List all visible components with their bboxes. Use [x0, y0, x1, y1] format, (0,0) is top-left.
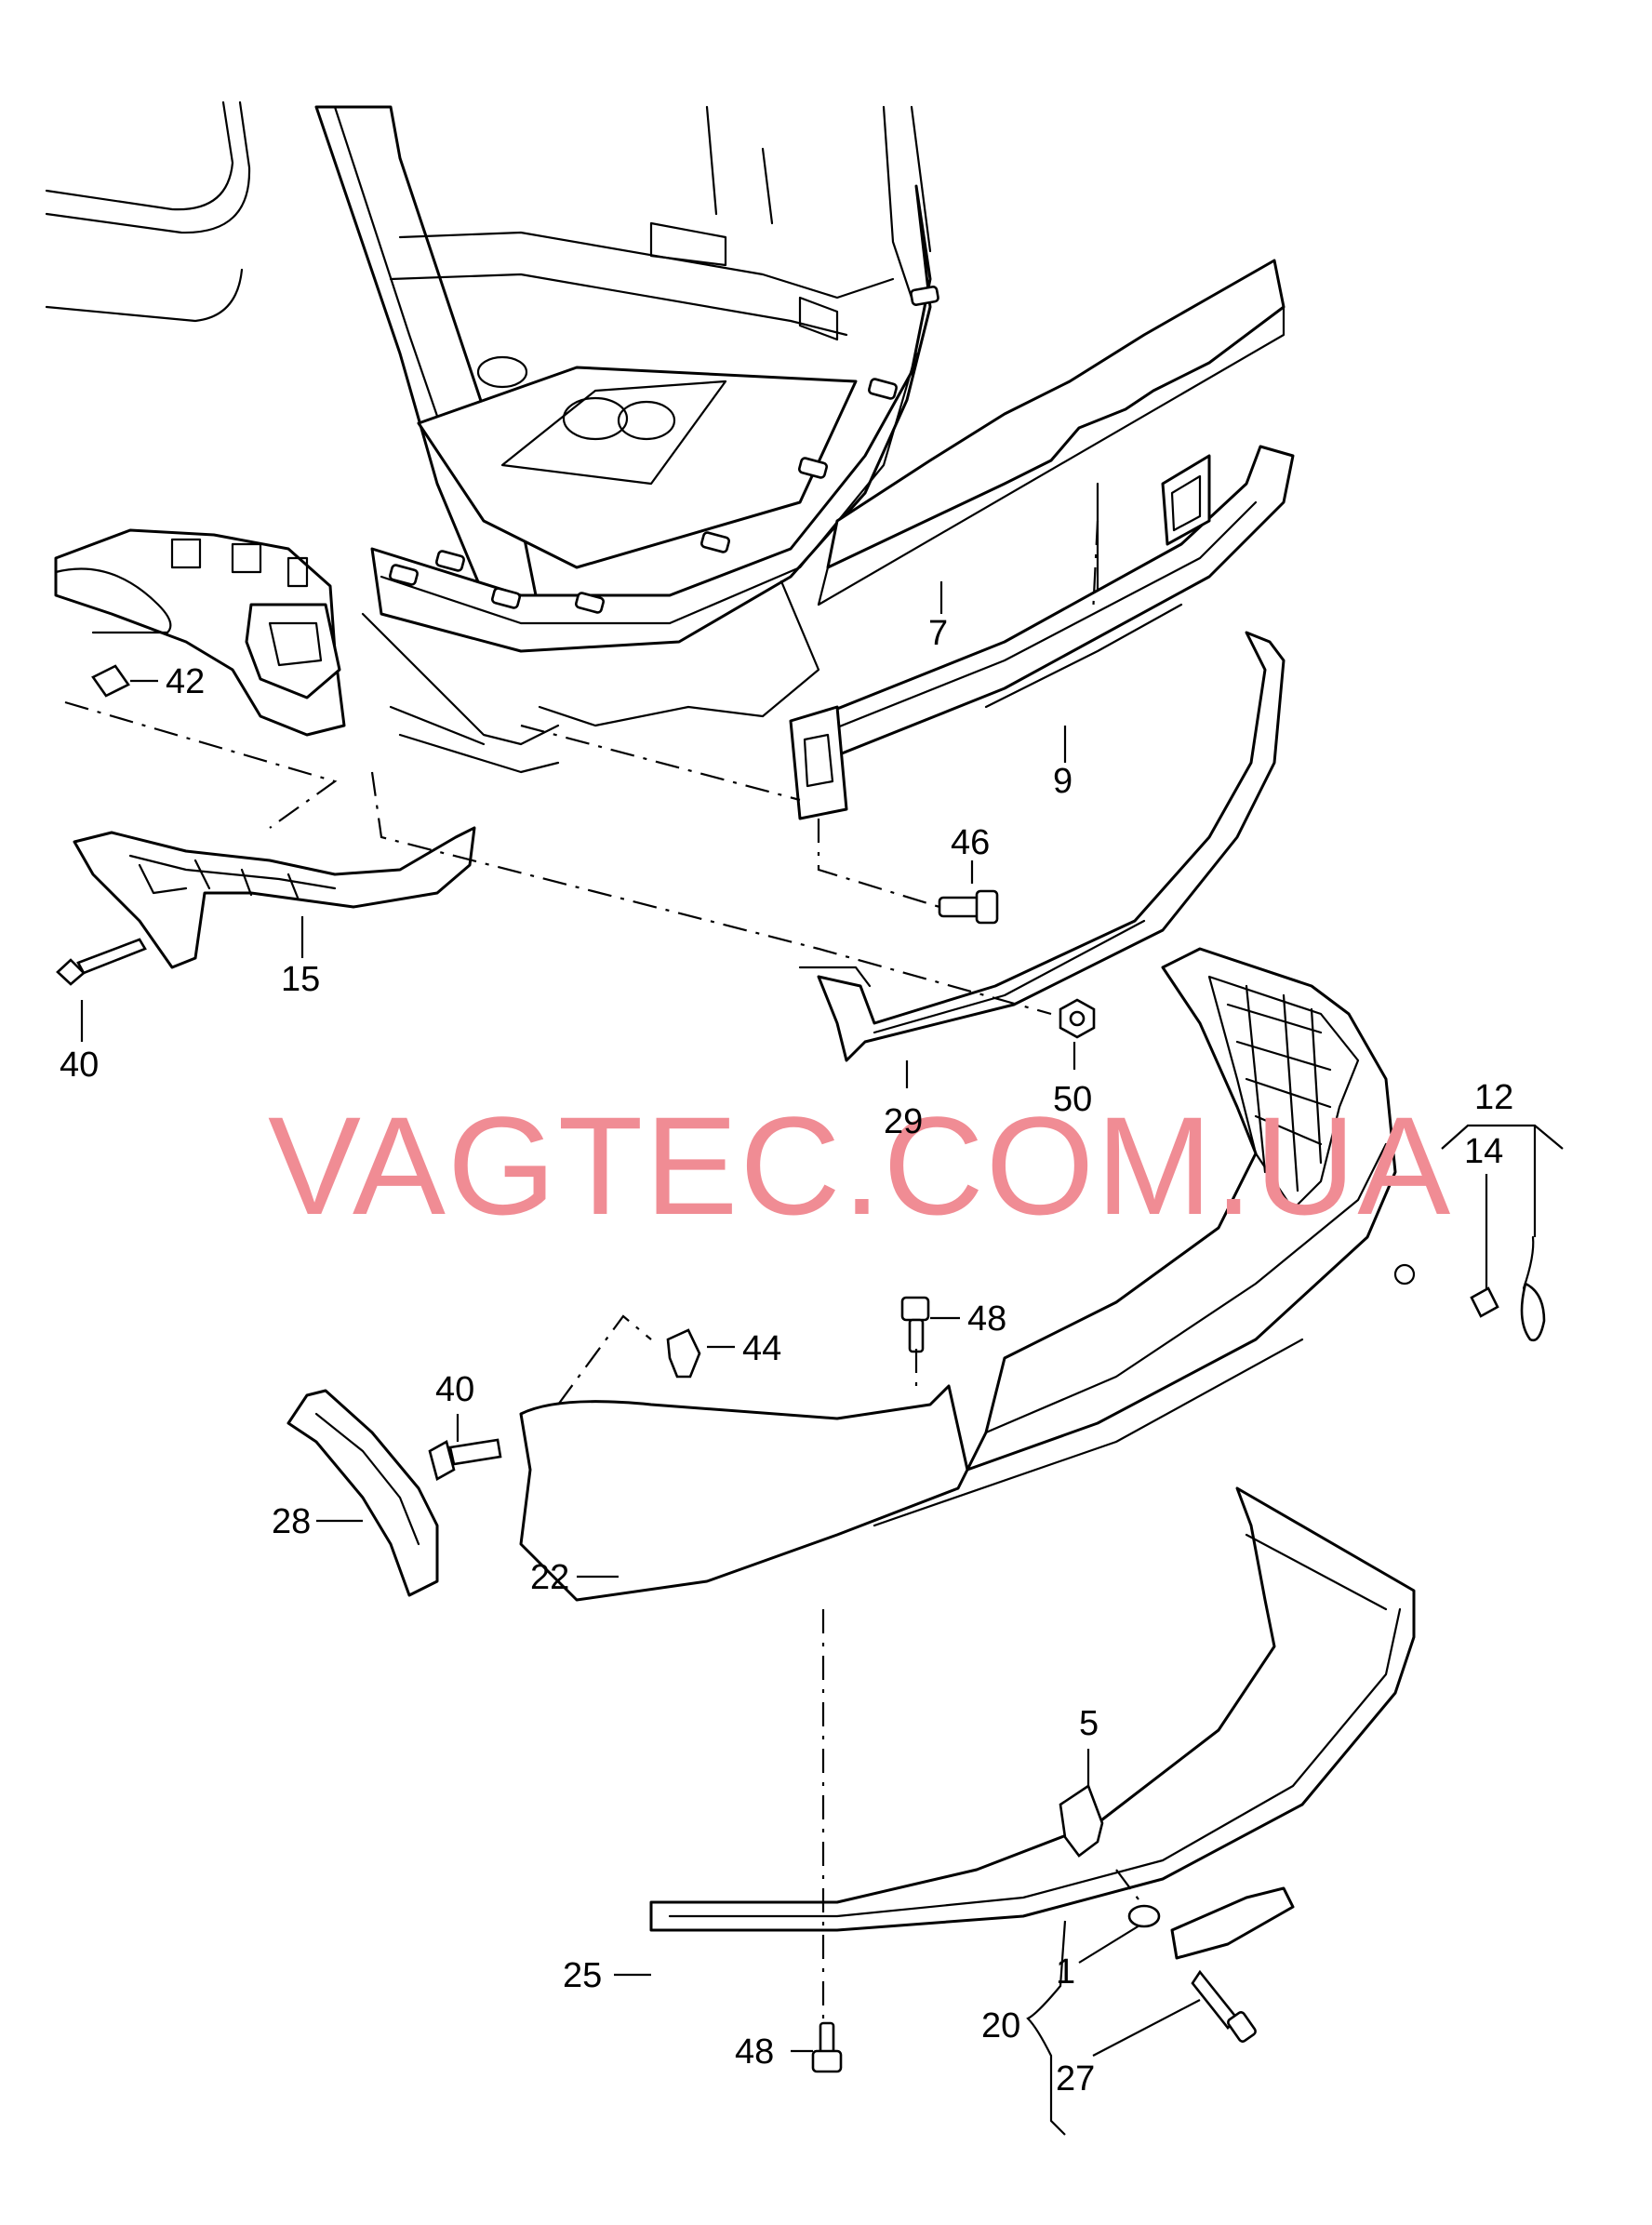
callout-48-upper: 48: [967, 1299, 1006, 1339]
callout-28: 28: [272, 1502, 311, 1541]
vehicle-body-rear: [45, 100, 939, 774]
callout-7: 7: [928, 614, 948, 653]
part-22-bumper-cover: [519, 947, 1416, 1602]
callout-48-lower: 48: [735, 2032, 774, 2072]
callout-40-left: 40: [60, 1046, 99, 1085]
callout-27: 27: [1056, 2059, 1095, 2098]
watermark-text: VAGTEC.COM.UA: [268, 1087, 1452, 1244]
assembly-lines: [64, 520, 1145, 2023]
leader-lines: [80, 581, 1564, 2136]
part-7-impact-absorber: [817, 259, 1286, 616]
callout-25: 25: [563, 1956, 602, 1995]
callout-12: 12: [1474, 1078, 1513, 1117]
callout-5: 5: [1079, 1704, 1099, 1743]
callout-9: 9: [1053, 762, 1072, 801]
callout-1: 1: [1056, 1952, 1075, 1992]
callout-22: 22: [530, 1558, 569, 1597]
callout-29: 29: [884, 1102, 923, 1141]
part-15-side-guide: [73, 826, 476, 969]
callout-20: 20: [981, 2006, 1020, 2045]
part-25-spoiler: [649, 1486, 1416, 2043]
part-9-bumper-carrier: [789, 445, 1295, 820]
callout-40-middle: 40: [435, 1370, 474, 1409]
part-28-wheel-arch-trim: [286, 1389, 439, 1597]
callout-46: 46: [951, 823, 990, 862]
callout-50: 50: [1053, 1080, 1092, 1119]
callout-14: 14: [1464, 1132, 1503, 1171]
callout-15: 15: [281, 960, 320, 999]
callout-42: 42: [166, 662, 205, 701]
callout-labels: 1 5 7 9 12 14 15 20 22 25 27 28 29 40 40…: [60, 614, 1513, 2098]
fasteners: [56, 664, 1546, 2073]
part-29-guide-profile: [798, 631, 1286, 1062]
stud-bolts: [389, 286, 939, 614]
callout-44: 44: [742, 1329, 781, 1368]
